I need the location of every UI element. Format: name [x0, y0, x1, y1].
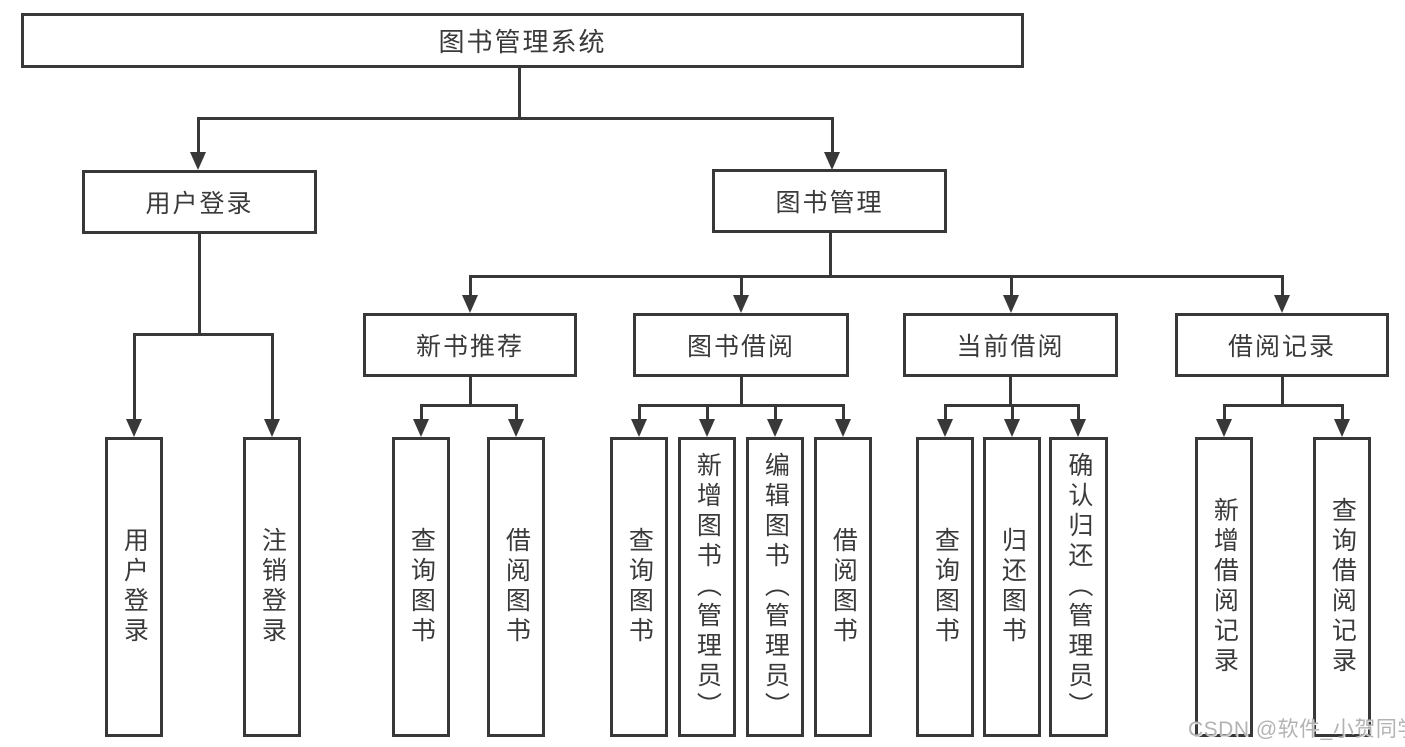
leaf-query-books-borrowing: 查询图书 [610, 437, 668, 737]
leaf-return-books-label: 归还图书 [998, 527, 1027, 647]
node-new-book-recommend: 新书推荐 [363, 313, 577, 377]
leaf-query-books-borrowing-label: 查询图书 [625, 527, 654, 647]
connector-line [740, 377, 743, 406]
connector-line [197, 117, 834, 120]
node-book-management-label: 图书管理 [775, 189, 884, 217]
leaf-add-books-admin-label: 新增图书（管理员） [693, 452, 722, 722]
connector-line [469, 275, 1284, 278]
connector-line [1281, 275, 1284, 297]
arrowhead-down [1274, 295, 1290, 313]
arrowhead-down [733, 295, 749, 313]
connector-line [197, 117, 200, 153]
connector-line [638, 404, 641, 421]
connector-line [1010, 275, 1013, 297]
leaf-borrow-books-borrowing-label: 借阅图书 [829, 527, 858, 647]
arrowhead-down [190, 152, 206, 170]
connector-line [638, 404, 845, 407]
leaf-confirm-return-admin: 确认归还（管理员） [1049, 437, 1108, 737]
node-new-book-recommend-label: 新书推荐 [415, 333, 524, 361]
arrowhead-down [462, 295, 478, 313]
arrowhead-down [508, 419, 524, 437]
leaf-borrow-books-borrowing: 借阅图书 [814, 437, 872, 737]
connector-line [469, 377, 472, 406]
connector-line [1009, 377, 1012, 406]
leaf-query-books-current: 查询图书 [916, 437, 974, 737]
arrowhead-down [413, 419, 429, 437]
connector-line [420, 404, 423, 421]
arrowhead-down [1004, 419, 1020, 437]
connector-line [1281, 377, 1284, 406]
arrowhead-down [1070, 419, 1086, 437]
arrowhead-down [767, 419, 783, 437]
connector-line [133, 333, 136, 420]
connector-line [1223, 404, 1344, 407]
connector-line [271, 333, 274, 420]
arrowhead-down [835, 419, 851, 437]
leaf-add-borrow-record: 新增借阅记录 [1195, 437, 1253, 737]
leaf-query-books-current-label: 查询图书 [931, 527, 960, 647]
node-current-borrowing-label: 当前借阅 [956, 333, 1065, 361]
connector-line [944, 404, 947, 421]
connector-line [774, 404, 777, 421]
leaf-edit-books-admin: 编辑图书（管理员） [746, 437, 804, 737]
leaf-add-books-admin: 新增图书（管理员） [678, 437, 736, 737]
node-current-borrowing: 当前借阅 [903, 313, 1118, 377]
connector-line [515, 404, 518, 421]
arrowhead-down [937, 419, 953, 437]
connector-line [829, 233, 832, 277]
leaf-query-borrow-record-label: 查询借阅记录 [1328, 497, 1357, 677]
connector-line [842, 404, 845, 421]
connector-line [831, 117, 834, 153]
leaf-confirm-return-admin-label: 确认归还（管理员） [1064, 452, 1093, 722]
arrowhead-down [631, 419, 647, 437]
connector-line [420, 404, 518, 407]
leaf-user-login-label: 用户登录 [120, 527, 149, 647]
node-book-borrowing-label: 图书借阅 [686, 333, 795, 361]
arrowhead-down [1216, 419, 1232, 437]
node-user-login: 用户登录 [82, 170, 317, 234]
connector-line [1223, 404, 1226, 421]
leaf-user-login: 用户登录 [105, 437, 163, 737]
node-root-label: 图书管理系统 [438, 27, 607, 57]
connector-line [1341, 404, 1344, 421]
leaf-borrow-books-recommend: 借阅图书 [487, 437, 545, 737]
node-book-management: 图书管理 [712, 169, 947, 233]
node-borrowing-records: 借阅记录 [1175, 313, 1389, 377]
connector-line [518, 68, 521, 119]
leaf-query-borrow-record: 查询借阅记录 [1313, 437, 1371, 737]
arrowhead-down [699, 419, 715, 437]
leaf-borrow-books-recommend-label: 借阅图书 [502, 527, 531, 647]
arrowhead-down [824, 152, 840, 170]
node-book-borrowing: 图书借阅 [633, 313, 849, 377]
connector-line [198, 234, 201, 335]
connector-line [469, 275, 472, 297]
leaf-return-books: 归还图书 [983, 437, 1041, 737]
leaf-edit-books-admin-label: 编辑图书（管理员） [761, 452, 790, 722]
arrowhead-down [1003, 295, 1019, 313]
arrowhead-down [126, 419, 142, 437]
leaf-logout-label: 注销登录 [258, 527, 287, 647]
arrowhead-down [1334, 419, 1350, 437]
watermark: CSDN @软件_小贺同学 [1188, 718, 1405, 741]
node-borrowing-records-label: 借阅记录 [1227, 333, 1336, 361]
connector-line [1011, 404, 1014, 421]
node-user-login-label: 用户登录 [145, 190, 254, 218]
connector-line [706, 404, 709, 421]
node-root: 图书管理系统 [21, 13, 1024, 68]
connector-line [133, 333, 274, 336]
leaf-logout: 注销登录 [243, 437, 301, 737]
connector-line [740, 275, 743, 297]
arrowhead-down [264, 419, 280, 437]
connector-line [1077, 404, 1080, 421]
leaf-query-books-recommend: 查询图书 [392, 437, 450, 737]
leaf-add-borrow-record-label: 新增借阅记录 [1210, 497, 1239, 677]
leaf-query-books-recommend-label: 查询图书 [407, 527, 436, 647]
